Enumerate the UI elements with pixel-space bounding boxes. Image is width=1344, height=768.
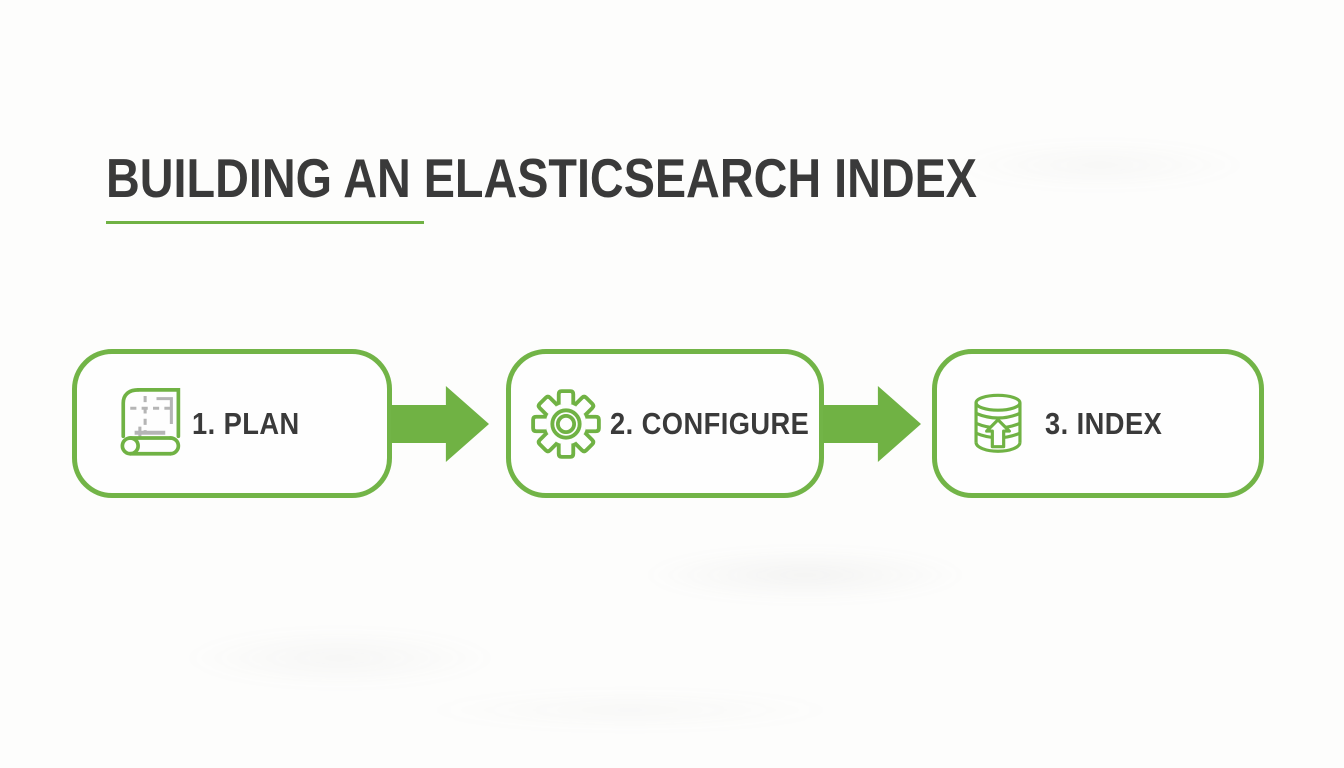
database-upload-icon: [974, 393, 1022, 453]
title-underline: [106, 221, 424, 224]
paper-texture-smudge: [180, 628, 500, 688]
paper-texture-smudge: [640, 548, 970, 602]
step-box-index: 3. INDEX: [932, 349, 1264, 498]
arrow-right-icon: [391, 386, 489, 462]
step-label: 3. INDEX: [1045, 405, 1163, 441]
step-label: 2. CONFIGURE: [610, 405, 810, 441]
step-box-configure: 2. CONFIGURE: [506, 349, 824, 498]
blueprint-icon: [120, 387, 181, 456]
arrow-right-icon: [823, 386, 921, 462]
gear-icon: [531, 388, 601, 459]
paper-texture-smudge: [950, 140, 1250, 190]
page-title: BUILDING AN ELASTICSEARCH INDEX: [106, 147, 977, 209]
step-box-plan: 1. PLAN: [72, 349, 392, 498]
step-label: 1. PLAN: [192, 405, 300, 441]
paper-texture-smudge: [420, 690, 840, 730]
